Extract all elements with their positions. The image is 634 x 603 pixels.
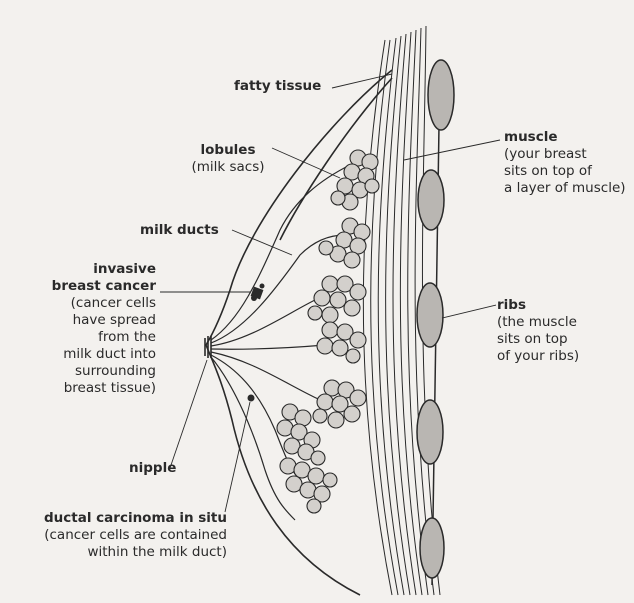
label-invasive-breast-cancer: invasive breast cancer (cancer cells hav… (14, 261, 156, 397)
label-muscle: muscle (your breast sits on top of a lay… (504, 129, 626, 197)
label-ductal-carcinoma: ductal carcinoma in situ (cancer cells a… (14, 510, 227, 561)
label-fatty-tissue: fatty tissue (234, 78, 321, 95)
label-lobules: lobules (milk sacs) (178, 142, 278, 176)
ribs (417, 60, 454, 585)
label-nipple: nipple (129, 460, 176, 477)
cancer-markers (248, 284, 265, 402)
leader-lines (160, 74, 500, 512)
label-milk-ducts: milk ducts (140, 222, 219, 239)
label-ribs: ribs (the muscle sits on top of your rib… (497, 297, 579, 365)
